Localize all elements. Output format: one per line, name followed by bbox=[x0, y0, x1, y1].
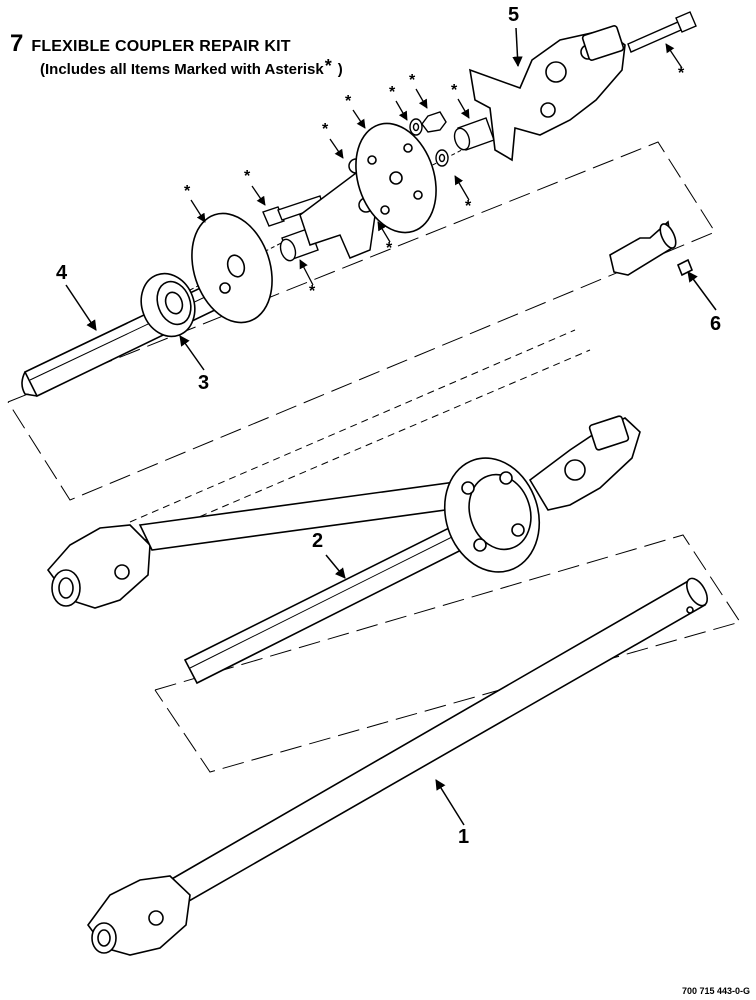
drawing-number: 700 715 443-0-G bbox=[681, 986, 750, 996]
lower-u-joint bbox=[87, 875, 191, 956]
callout-3: 3 bbox=[198, 372, 210, 394]
callout-arrows bbox=[65, 27, 717, 826]
callout-1: 1 bbox=[458, 826, 470, 848]
svg-text:*: * bbox=[451, 82, 458, 99]
callout-6: 6 bbox=[710, 313, 722, 335]
svg-text:*: * bbox=[309, 283, 316, 300]
asterisk-markers: * * * * * * * * * * * bbox=[184, 65, 685, 300]
svg-text:*: * bbox=[465, 198, 472, 215]
asterisk-leader-arrows bbox=[190, 43, 683, 286]
kit-note-suffix: ) bbox=[337, 61, 343, 78]
kit-title-text: FLEXIBLE COUPLER REPAIR KIT bbox=[31, 38, 291, 55]
middle-dashed-tube bbox=[129, 329, 591, 541]
coupler-disc bbox=[355, 122, 437, 234]
tube-with-grease-fitting bbox=[609, 220, 694, 277]
lower-boundary-dashed bbox=[154, 534, 741, 773]
washers-and-nuts bbox=[409, 111, 449, 167]
callout-4: 4 bbox=[56, 262, 68, 284]
tube-part-1 bbox=[168, 577, 709, 907]
svg-text:*: * bbox=[322, 121, 329, 138]
bolt-left bbox=[262, 195, 324, 227]
svg-text:*: * bbox=[386, 240, 393, 257]
kit-number: 7 bbox=[10, 30, 24, 57]
svg-text:*: * bbox=[345, 93, 352, 110]
long-bolt-top bbox=[627, 11, 697, 53]
bushing-sleeve bbox=[453, 117, 495, 151]
callout-5: 5 bbox=[508, 4, 520, 26]
svg-text:*: * bbox=[184, 183, 191, 200]
svg-text:*: * bbox=[678, 65, 685, 82]
middle-u-joint-left bbox=[46, 524, 151, 609]
svg-text:*: * bbox=[244, 168, 251, 185]
upper-boundary-dashed bbox=[7, 141, 716, 501]
universal-joint-part-5 bbox=[468, 25, 626, 162]
kit-note-prefix: (Includes all Items Marked with Asterisk bbox=[40, 61, 324, 78]
callout-2: 2 bbox=[312, 530, 324, 552]
svg-text:*: * bbox=[409, 72, 416, 89]
coupler-assembly bbox=[443, 415, 641, 573]
seal-part-3 bbox=[140, 272, 196, 338]
kit-note-asterisk: * bbox=[324, 56, 332, 76]
svg-text:*: * bbox=[389, 84, 396, 101]
kit-title: 7 FLEXIBLE COUPLER REPAIR KIT bbox=[10, 30, 291, 58]
flange-washer bbox=[191, 212, 273, 324]
kit-note: (Includes all Items Marked with Asterisk… bbox=[40, 56, 343, 78]
